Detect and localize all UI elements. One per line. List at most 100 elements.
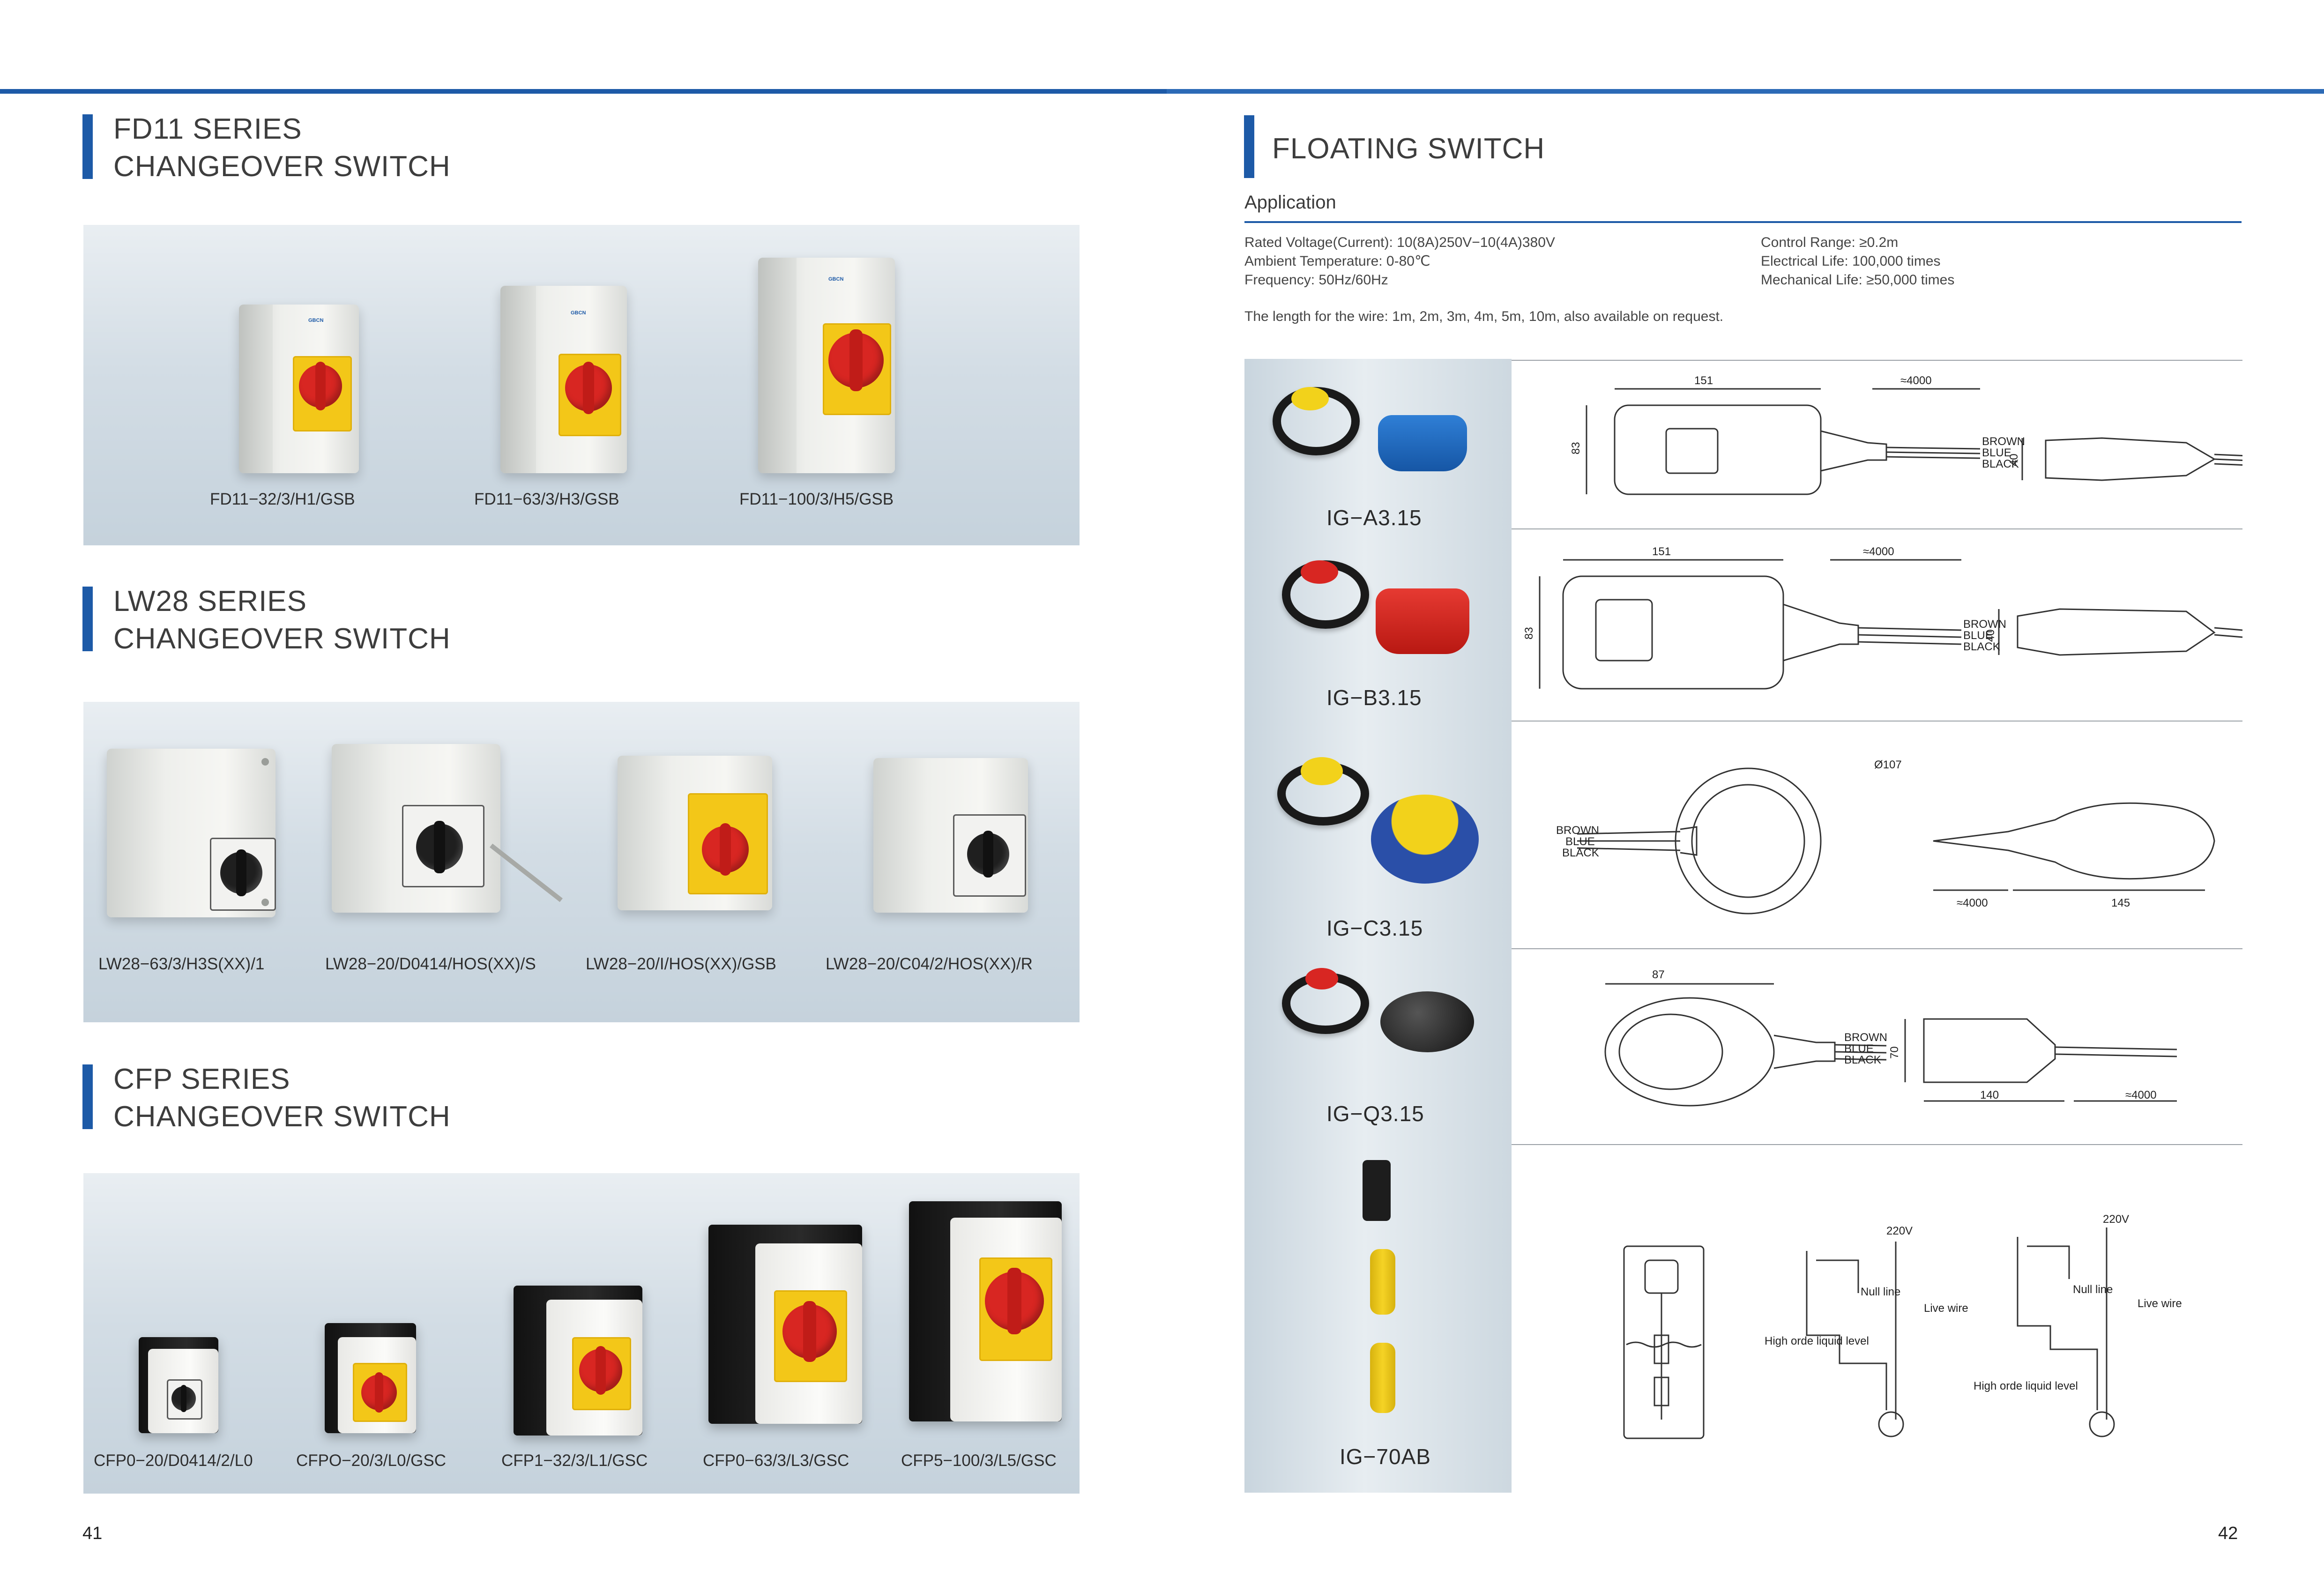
key-lock-icon (416, 821, 463, 873)
product-caption: FD11−100/3/H5/GSB (739, 490, 894, 508)
wire-label: BROWN (1963, 618, 2006, 631)
wire-label: BLACK (1562, 847, 1599, 859)
top-rule-left (0, 89, 1167, 94)
page-number-left: 41 (82, 1524, 103, 1543)
cfp0-20-d0414-enclosure (139, 1337, 218, 1433)
product-caption: CFP1−32/3/L1/GSC (501, 1451, 648, 1470)
model-label: IG−C3.15 (1326, 916, 1423, 940)
rotary-knob-icon (782, 1301, 837, 1362)
wire-label: BROWN (1982, 435, 2025, 448)
float-body-red (1376, 588, 1469, 654)
cfp-heading: CFP SERIES CHANGEOVER SWITCH (113, 1061, 451, 1136)
row-separator (1512, 528, 2242, 529)
live-wire-label: Live wire (1924, 1302, 1968, 1315)
wire-label: BLACK (1982, 458, 2019, 470)
cfp-title-line2: CHANGEOVER SWITCH (113, 1101, 451, 1133)
cfp-title-line1: CFP SERIES (113, 1063, 290, 1095)
rotary-knob-icon (361, 1372, 397, 1413)
top-rule-right (1167, 89, 2324, 94)
cfp5-100-enclosure (909, 1201, 1062, 1421)
high-level-label: High orde liquid level (1765, 1335, 1869, 1347)
product-caption: CFP0−63/3/L3/GSC (703, 1451, 849, 1470)
specs-left: Rated Voltage(Current): 10(8A)250V−10(4A… (1244, 233, 1555, 290)
product-caption: LW28−20/D0414/HOS(XX)/S (325, 955, 536, 973)
fd11-100-enclosure: GBCN (758, 258, 895, 473)
dim-height: 83 (1523, 627, 1535, 640)
model-label: IG−Q3.15 (1326, 1101, 1424, 1126)
fd11-title-line2: CHANGEOVER SWITCH (113, 150, 451, 183)
page-number-right: 42 (2218, 1524, 2238, 1543)
wire-label: BLUE (1963, 629, 1993, 642)
row-separator (1512, 360, 2242, 361)
brand-logo: GBCN (308, 318, 324, 323)
dim-length: ≈4000 (1900, 374, 1932, 387)
row-separator (1512, 1144, 2242, 1145)
voltage-label: 220V (2103, 1213, 2129, 1226)
product-caption: CFP5−100/3/L5/GSC (901, 1451, 1057, 1470)
float-body-blue (1378, 415, 1467, 471)
rotary-knob-icon (985, 1268, 1044, 1334)
product-caption: LW28−20/C04/2/HOS(XX)/R (826, 955, 1033, 973)
lw28-63-enclosure (107, 749, 276, 917)
rotary-knob-icon (299, 362, 342, 410)
rotary-knob-icon (967, 830, 1009, 878)
floating-switch-title: FLOATING SWITCH (1272, 133, 1545, 165)
rotary-knob-icon (171, 1384, 196, 1413)
model-label: IG−70AB (1340, 1444, 1431, 1469)
product-caption: FD11−63/3/H3/GSB (474, 490, 619, 508)
float-tube-icon (1370, 1343, 1395, 1413)
fd11-heading: FD11 SERIES CHANGEOVER SWITCH (113, 111, 451, 186)
dim-width-side: 145 (2111, 897, 2130, 909)
lw28-title-line1: LW28 SERIES (113, 585, 307, 617)
high-level-label: High orde liquid level (1974, 1380, 2078, 1392)
null-line-label: Null line (1861, 1286, 1900, 1298)
lw28-product-panel: LW28−63/3/H3S(XX)/1 LW28−20/D0414/HOS(XX… (83, 702, 1080, 1022)
lw28-20-key-enclosure (332, 744, 500, 913)
rotary-knob-icon (702, 823, 749, 876)
rotary-knob-icon (828, 329, 884, 392)
dim-height: 70 (1888, 1046, 1901, 1059)
ambient-temp-spec: Ambient Temperature: 0-80℃ (1244, 253, 1430, 269)
model-label: IG−B3.15 (1326, 685, 1422, 710)
lw28-heading: LW28 SERIES CHANGEOVER SWITCH (113, 583, 451, 658)
float-body-ball (1371, 795, 1479, 884)
dim-width: 151 (1694, 374, 1713, 387)
dim-width: 87 (1652, 968, 1665, 981)
cfp-product-panel: CFP0−20/D0414/2/L0 CFPO−20/3/L0/GSC CFP1… (83, 1173, 1080, 1494)
dim-length: ≈4000 (1957, 897, 1988, 909)
wire-label: BROWN (1844, 1031, 1887, 1044)
section-accent-bar (82, 114, 93, 179)
key-icon (490, 843, 563, 902)
wire-label: BLACK (1844, 1054, 1881, 1066)
dim-height: 83 (1570, 442, 1582, 454)
fd11-product-panel: GBCN FD11−32/3/H1/GSB GBCN FD11−63/3/H3/… (83, 225, 1080, 545)
dim-length: ≈4000 (1863, 545, 1894, 558)
wire-label: BLUE (1982, 446, 2011, 459)
specs-right: Control Range: ≥0.2m Electrical Life: 10… (1761, 233, 1954, 290)
application-heading: Application (1244, 192, 1336, 213)
cfpo-20-enclosure (325, 1323, 416, 1433)
product-caption: CFP0−20/D0414/2/L0 (94, 1451, 253, 1470)
dim-height-side: 40 (1984, 629, 1997, 642)
cfp1-32-enclosure (514, 1286, 642, 1436)
wire-length-note: The length for the wire: 1m, 2m, 3m, 4m,… (1244, 309, 1724, 324)
dim-height-side: 40 (2008, 454, 2020, 466)
electrical-life-spec: Electrical Life: 100,000 times (1761, 253, 1941, 269)
application-rule (1244, 221, 2242, 223)
product-caption: FD11−32/3/H1/GSB (210, 490, 355, 508)
product-caption: LW28−63/3/H3S(XX)/1 (98, 955, 265, 973)
cfp0-63-enclosure (708, 1225, 862, 1424)
model-label: IG−A3.15 (1326, 506, 1422, 530)
rotary-knob-icon (579, 1346, 622, 1395)
section-accent-bar (1244, 115, 1254, 178)
float-weight-icon (1363, 1160, 1391, 1221)
rotary-knob-icon (220, 849, 262, 897)
row-separator (1512, 948, 2242, 949)
control-range-spec: Control Range: ≥0.2m (1761, 235, 1899, 250)
fd11-title-line1: FD11 SERIES (113, 113, 302, 145)
null-line-label: Null line (2073, 1283, 2113, 1296)
lw28-20-c04-enclosure (873, 758, 1028, 913)
wire-label: BLACK (1963, 640, 2000, 653)
rated-voltage-spec: Rated Voltage(Current): 10(8A)250V−10(4A… (1244, 235, 1555, 250)
lw28-20-i-enclosure (618, 756, 772, 910)
